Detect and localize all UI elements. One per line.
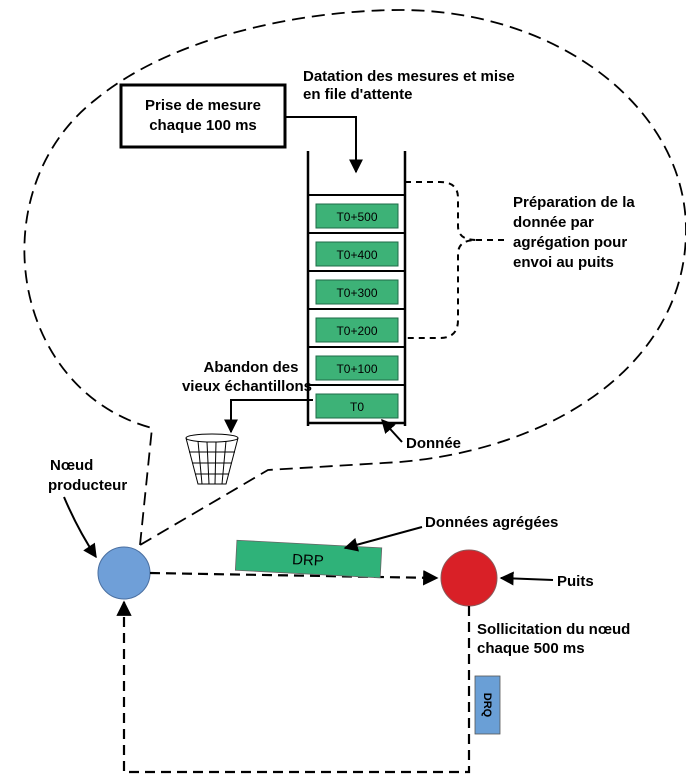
sampling-box bbox=[119, 83, 287, 149]
queue-cell-label: T0 bbox=[350, 400, 364, 414]
queue-cell bbox=[315, 393, 399, 419]
producer-line-2: producteur bbox=[48, 477, 127, 494]
aggregation-brace bbox=[405, 181, 477, 339]
aggregation-line-2: donnée par bbox=[513, 214, 594, 231]
sampling-box-line-2: chaque 100 ms bbox=[149, 117, 257, 134]
queue-cell bbox=[315, 279, 399, 305]
discard-arrow bbox=[224, 399, 313, 434]
aggregated-pointer bbox=[343, 526, 423, 552]
producer-node bbox=[97, 546, 151, 600]
trash-basket-icon bbox=[185, 433, 239, 485]
timestamping-line-2: en file d'attente bbox=[303, 86, 412, 103]
queue-cell-label: T0+300 bbox=[336, 286, 377, 300]
queue-cell bbox=[315, 203, 399, 229]
drq-packet bbox=[474, 675, 501, 735]
queue-cell bbox=[315, 355, 399, 381]
drq-packet-label: DRQ bbox=[481, 693, 493, 718]
queue-cell-label: T0+500 bbox=[336, 210, 377, 224]
discard-line-2: vieux échantillons bbox=[182, 378, 312, 395]
timestamping-line-1: Datation des mesures et mise bbox=[303, 68, 515, 85]
sink-pointer bbox=[499, 571, 554, 586]
aggregated-label: Données agrégées bbox=[425, 514, 558, 531]
aggregation-line-1: Préparation de la bbox=[513, 194, 635, 211]
sink-node bbox=[440, 549, 498, 607]
thought-bubble bbox=[23, 9, 686, 546]
aggregation-line-3: agrégation pour bbox=[513, 234, 627, 251]
sampling-box-line-1: Prise de mesure bbox=[145, 97, 261, 114]
queue-cell bbox=[315, 241, 399, 267]
drp-packet-label: DRP bbox=[292, 551, 325, 570]
sampling-arrow bbox=[285, 116, 363, 174]
data-label: Donnée bbox=[406, 435, 461, 452]
queue-cell bbox=[315, 317, 399, 343]
solicitation-line-1: Sollicitation du nœud bbox=[477, 621, 630, 638]
data-flow-arrow bbox=[149, 570, 439, 586]
producer-line-1: Nœud bbox=[50, 457, 93, 474]
solicitation-line-2: chaque 500 ms bbox=[477, 640, 585, 657]
request-flow-arrow bbox=[116, 600, 471, 774]
aggregation-line-4: envoi au puits bbox=[513, 254, 614, 271]
producer-pointer bbox=[63, 496, 97, 559]
sink-label: Puits bbox=[557, 573, 594, 590]
data-pointer bbox=[381, 418, 403, 443]
queue-cell-label: T0+400 bbox=[336, 248, 377, 262]
queue-cell-label: T0+200 bbox=[336, 324, 377, 338]
queue-cell-label: T0+100 bbox=[336, 362, 377, 376]
discard-line-1: Abandon des bbox=[203, 359, 298, 376]
